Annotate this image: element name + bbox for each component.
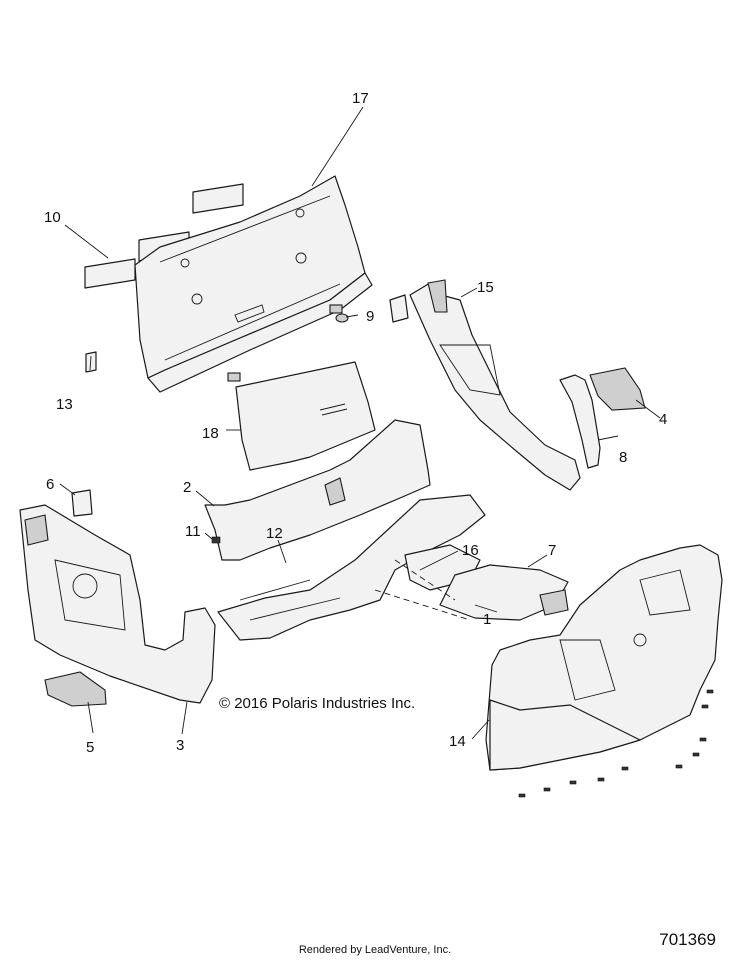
small-clip-upper	[389, 294, 409, 323]
callout-5: 5	[86, 739, 94, 756]
diagram-id: 701369	[659, 930, 716, 949]
part-3-left-panel	[19, 504, 216, 704]
footer-credit: Rendered by LeadVenture, Inc.	[298, 944, 452, 956]
copyright-notice: © 2016 Polaris Industries Inc.	[219, 695, 415, 712]
part-11-fastener	[211, 536, 221, 544]
callout-16: 16	[462, 542, 479, 559]
part-4-footrest	[589, 367, 646, 411]
part-14-front-floor	[485, 544, 723, 771]
dashed-alignment-line	[374, 559, 471, 621]
part-12-floor-pan	[217, 494, 486, 641]
callout-13: 13	[56, 396, 73, 413]
part-5-footrest	[44, 671, 107, 707]
callout-8: 8	[619, 449, 627, 466]
part-8-support	[559, 374, 601, 469]
part-1-7-tunnel-cover	[439, 564, 569, 621]
callout-14: 14	[449, 733, 466, 750]
callout-10: 10	[44, 209, 61, 226]
part-15-side-panel	[409, 279, 581, 491]
callout-4: 4	[659, 411, 667, 428]
callout-6: 6	[46, 476, 54, 493]
callout-18: 18	[202, 425, 219, 442]
part-2-rear-wall	[204, 419, 431, 561]
callout-9: 9	[366, 308, 374, 325]
part-9-grommet	[335, 313, 349, 323]
callout-2: 2	[183, 479, 191, 496]
callout-1: 1	[483, 611, 491, 628]
callout-15: 15	[477, 279, 494, 296]
callout-11: 11	[185, 523, 201, 540]
part-18-mat	[235, 361, 376, 471]
leader-lines	[59, 106, 661, 740]
part-6-clip	[71, 489, 93, 517]
callout-12: 12	[266, 525, 283, 542]
callout-7: 7	[548, 542, 556, 559]
callout-labels: 17 10 13 9 15 18 2 6 11 12 16 7 1 8 4 5 …	[44, 90, 667, 756]
callout-17: 17	[352, 90, 369, 107]
part-17-rear-panel	[134, 175, 373, 393]
loose-fasteners	[518, 689, 714, 798]
callout-3: 3	[176, 737, 184, 754]
